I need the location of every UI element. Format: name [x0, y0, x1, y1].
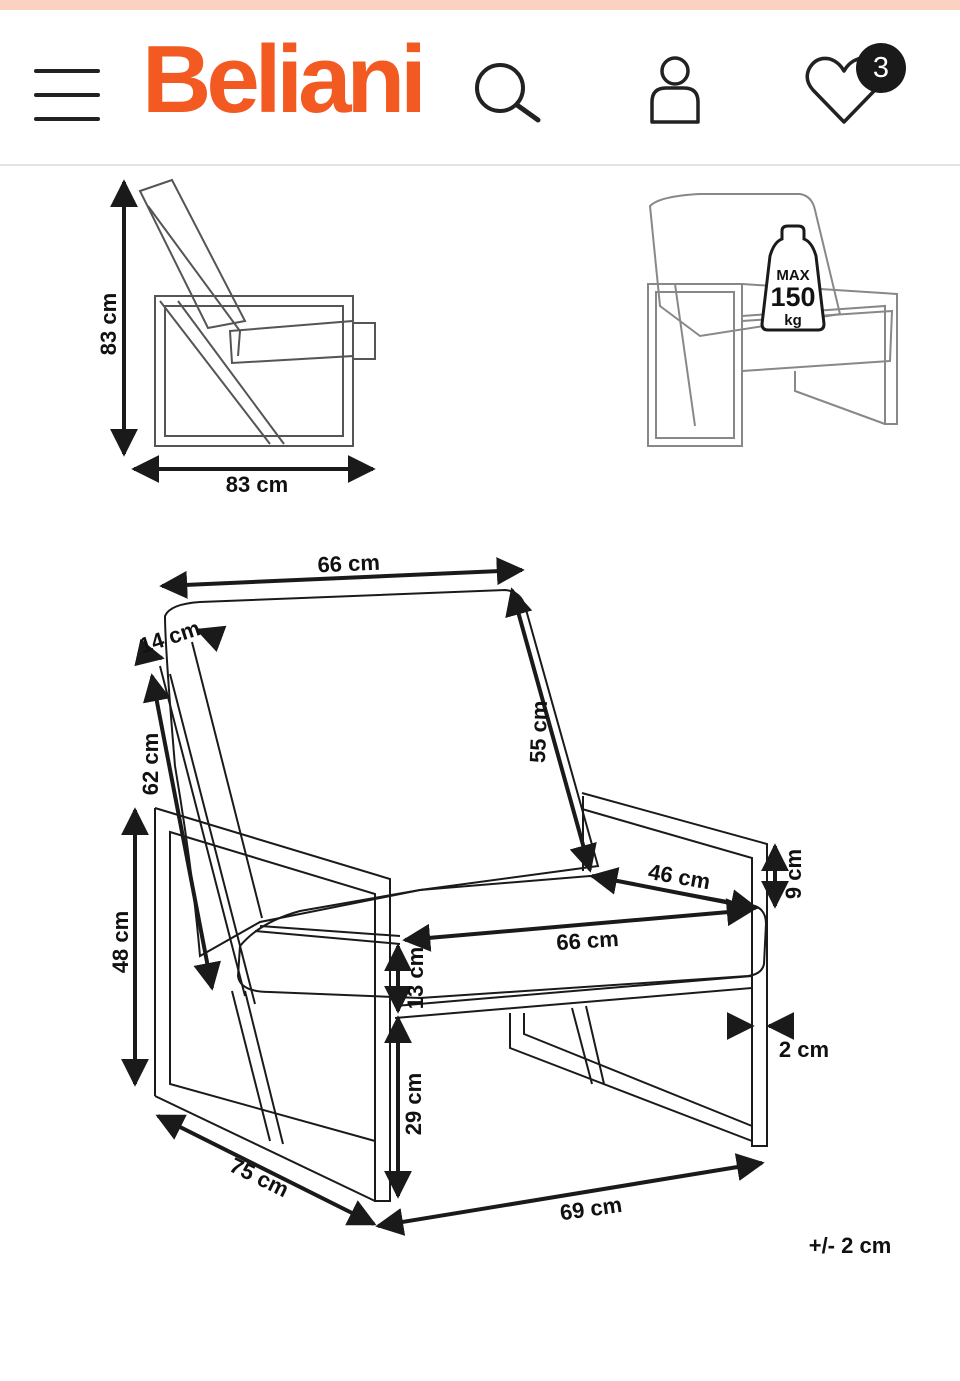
top-accent-strip: [0, 0, 960, 10]
side-height-label: 83 cm: [96, 293, 121, 355]
backrest-height-label: 55 cm: [525, 700, 552, 763]
side-view: [138, 178, 376, 447]
menu-icon[interactable]: [30, 65, 106, 125]
tolerance-label: +/- 2 cm: [809, 1233, 892, 1258]
back-frame-height-label: 62 cm: [138, 733, 163, 795]
account-icon[interactable]: [644, 54, 706, 128]
seat-width-label: 66 cm: [555, 926, 619, 955]
armchair-main-view: [154, 588, 768, 1202]
load-view: [647, 193, 898, 447]
product-dimension-drawing: 83 cm 83 cm MAX 150 kg: [96, 178, 898, 1258]
load-value-label: 150: [770, 282, 815, 312]
backrest-width-label: 66 cm: [317, 550, 380, 578]
load-unit-label: kg: [784, 312, 802, 329]
arm-height-label: 48 cm: [108, 911, 133, 973]
site-header: Beliani 3: [0, 10, 960, 166]
total-width-label: 69 cm: [558, 1192, 623, 1225]
load-max-label: MAX: [776, 267, 809, 284]
backrest-thickness-label: 14 cm: [136, 615, 203, 658]
frame-width-label: 2 cm: [779, 1037, 829, 1062]
wishlist-count-badge: 3: [856, 43, 906, 93]
search-icon[interactable]: [470, 58, 546, 128]
total-depth-label: 75 cm: [226, 1152, 293, 1202]
side-depth-label: 83 cm: [226, 472, 288, 497]
brand-logo[interactable]: Beliani: [142, 26, 427, 133]
cushion-height-label: 13 cm: [403, 947, 428, 1009]
seat-height-label: 29 cm: [401, 1073, 426, 1135]
weight-icon: MAX 150 kg: [760, 224, 826, 332]
armrest-thickness-label: 9 cm: [781, 849, 806, 899]
side-view-dimensions: [110, 179, 376, 483]
main-view-dimension-lines: [121, 557, 795, 1236]
